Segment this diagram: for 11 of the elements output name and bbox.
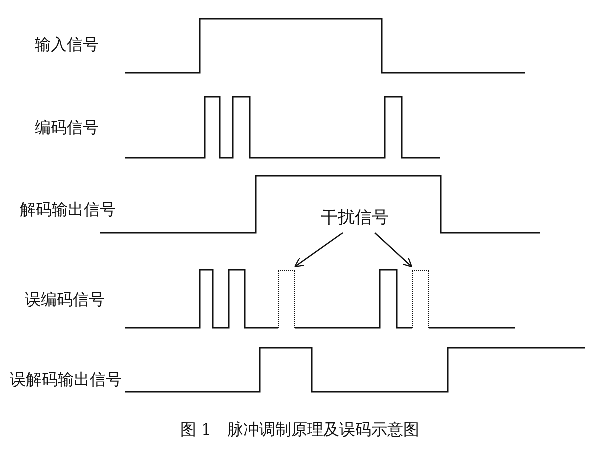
signal-label: 解码输出信号 [20,200,116,221]
dotted-pulse [278,270,295,328]
signal-label: 误编码信号 [25,290,105,311]
figure-caption: 图 1 脉冲调制原理及误码示意图 [179,420,421,441]
signal-label: 误解码输出信号 [10,370,122,391]
arrow [294,232,344,268]
signal-label: 输入信号 [35,35,99,56]
arrow [374,232,413,268]
annotation-label: 干扰信号 [305,205,405,231]
signal-label: 编码信号 [35,118,99,139]
dotted-pulse [412,270,429,328]
